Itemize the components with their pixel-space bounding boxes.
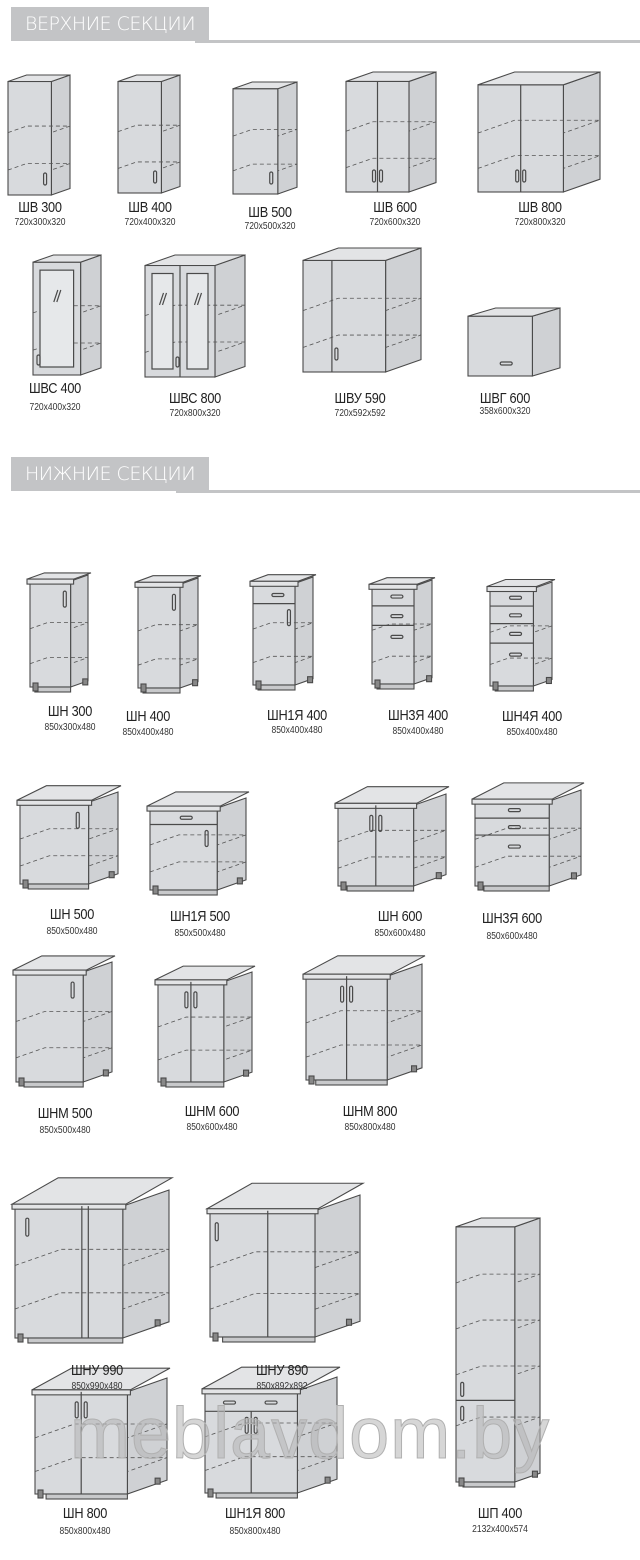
cabinet-dimensions: 850x800x480 (59, 1526, 111, 1537)
base-cabinet-1-door-icon (134, 575, 202, 694)
cabinet-dimensions: 720x600x320 (369, 217, 421, 228)
cabinet-code: ШН 500 (49, 906, 95, 923)
base-cabinet-2-door-icon (31, 1367, 171, 1500)
cabinet-code: ШН4Я 400 (502, 708, 562, 725)
cabinet-code: ШНМ 600 (184, 1103, 240, 1120)
base-corner-cabinet-angled-icon (204, 1182, 366, 1343)
cabinet-code: ШН 600 (377, 908, 423, 925)
sink-cabinet-2-door-icon (154, 965, 256, 1088)
cabinet-dimensions: 720x400x320 (124, 217, 176, 228)
cabinet-code: ШНУ 990 (70, 1362, 124, 1379)
cabinet-code: ШН1Я 500 (170, 908, 230, 925)
cabinet-dimensions: 850x500x480 (174, 928, 226, 939)
base-cabinet-1-door-icon (16, 785, 122, 890)
base-cabinet-drawer-door-icon (249, 574, 317, 691)
cabinet-code: ШН1Я 800 (225, 1505, 285, 1522)
base-cabinet-4-drawers-icon (486, 578, 556, 692)
tall-cabinet-icon (455, 1217, 541, 1488)
base-corner-cabinet-straight-icon (9, 1177, 175, 1344)
section-header-upper: ВЕРХНИЕ СЕКЦИИ (11, 7, 210, 41)
cabinet-code: ШН3Я 600 (482, 910, 542, 927)
cabinet-code: ШВУ 590 (334, 390, 386, 407)
cabinet-dimensions: 850x500x480 (39, 1125, 91, 1136)
section-header-lower: НИЖНИЕ СЕКЦИИ (11, 457, 210, 491)
cabinet-code: ШВ 400 (128, 199, 172, 216)
upper-corner-cabinet-icon (302, 247, 422, 373)
cabinet-dimensions: 850x400x480 (122, 727, 174, 738)
cabinet-dimensions: 850x400x480 (271, 725, 323, 736)
cabinet-dimensions: 850x892x892 (256, 1381, 308, 1392)
cabinet-code: ШВ 800 (518, 199, 562, 216)
cabinet-dimensions: 2132x400x574 (472, 1524, 528, 1535)
cabinet-code: ШН 800 (62, 1505, 108, 1522)
base-cabinet-1-door-icon (26, 572, 92, 693)
cabinet-dimensions: 720x800x320 (514, 217, 566, 228)
cabinet-dimensions: 358x600x320 (479, 406, 531, 417)
cabinet-dimensions: 850x600x480 (374, 928, 426, 939)
cabinet-code: ШВ 600 (373, 199, 417, 216)
cabinet-dimensions: 720x592x592 (334, 408, 386, 419)
base-cabinet-3-drawers-icon (471, 782, 585, 892)
base-cabinet-3-drawers-icon (368, 577, 436, 690)
upper-cabinet-2-door-icon (345, 71, 437, 193)
cabinet-dimensions: 850x800x480 (229, 1526, 281, 1537)
cabinet-dimensions: 720x800x320 (169, 408, 221, 419)
cabinet-code: ШН3Я 400 (388, 707, 448, 724)
cabinet-dimensions: 850x600x480 (486, 931, 538, 942)
sink-cabinet-1-door-icon (12, 955, 116, 1088)
upper-cabinet-1-door-icon (117, 74, 181, 194)
cabinet-code: ШНМ 800 (342, 1103, 398, 1120)
cabinet-dimensions: 720x400x320 (29, 402, 81, 413)
cabinet-code: ШВГ 600 (479, 390, 531, 407)
cabinet-dimensions: 850x400x480 (392, 726, 444, 737)
upper-cabinet-2-door-icon (477, 71, 601, 193)
cabinet-code: ШВ 300 (18, 199, 62, 216)
base-cabinet-drawer-door-icon (146, 791, 250, 896)
cabinet-code: ШВС 400 (28, 380, 82, 397)
section-divider (176, 490, 640, 493)
section-divider (195, 40, 640, 43)
cabinet-code: ШН 400 (125, 708, 171, 725)
cabinet-code: ШНМ 500 (37, 1105, 93, 1122)
upper-glass-cabinet-1-door-icon (32, 254, 102, 376)
upper-cabinet-1-door-icon (232, 81, 298, 195)
cabinet-dimensions: 850x600x480 (186, 1122, 238, 1133)
cabinet-dimensions: 850x990x480 (71, 1381, 123, 1392)
cabinet-dimensions: 850x800x480 (344, 1122, 396, 1133)
upper-flap-cabinet-icon (467, 307, 561, 377)
cabinet-code: ШН 300 (47, 703, 93, 720)
upper-cabinet-1-door-icon (7, 74, 71, 196)
cabinet-dimensions: 720x500x320 (244, 221, 296, 232)
upper-glass-cabinet-2-door-icon (144, 254, 246, 378)
cabinet-code: ШВС 800 (168, 390, 222, 407)
cabinet-code: ШН1Я 400 (267, 707, 327, 724)
cabinet-dimensions: 850x500x480 (46, 926, 98, 937)
sink-cabinet-2-door-icon (302, 955, 426, 1086)
cabinet-code: ШП 400 (477, 1505, 523, 1522)
cabinet-code: ШВ 500 (248, 204, 292, 221)
cabinet-dimensions: 850x300x480 (44, 722, 96, 733)
cabinet-dimensions: 720x300x320 (14, 217, 66, 228)
base-cabinet-2-drawer-2-door-icon (201, 1366, 341, 1499)
base-cabinet-2-door-icon (334, 786, 450, 892)
cabinet-dimensions: 850x400x480 (506, 727, 558, 738)
cabinet-code: ШНУ 890 (255, 1362, 309, 1379)
